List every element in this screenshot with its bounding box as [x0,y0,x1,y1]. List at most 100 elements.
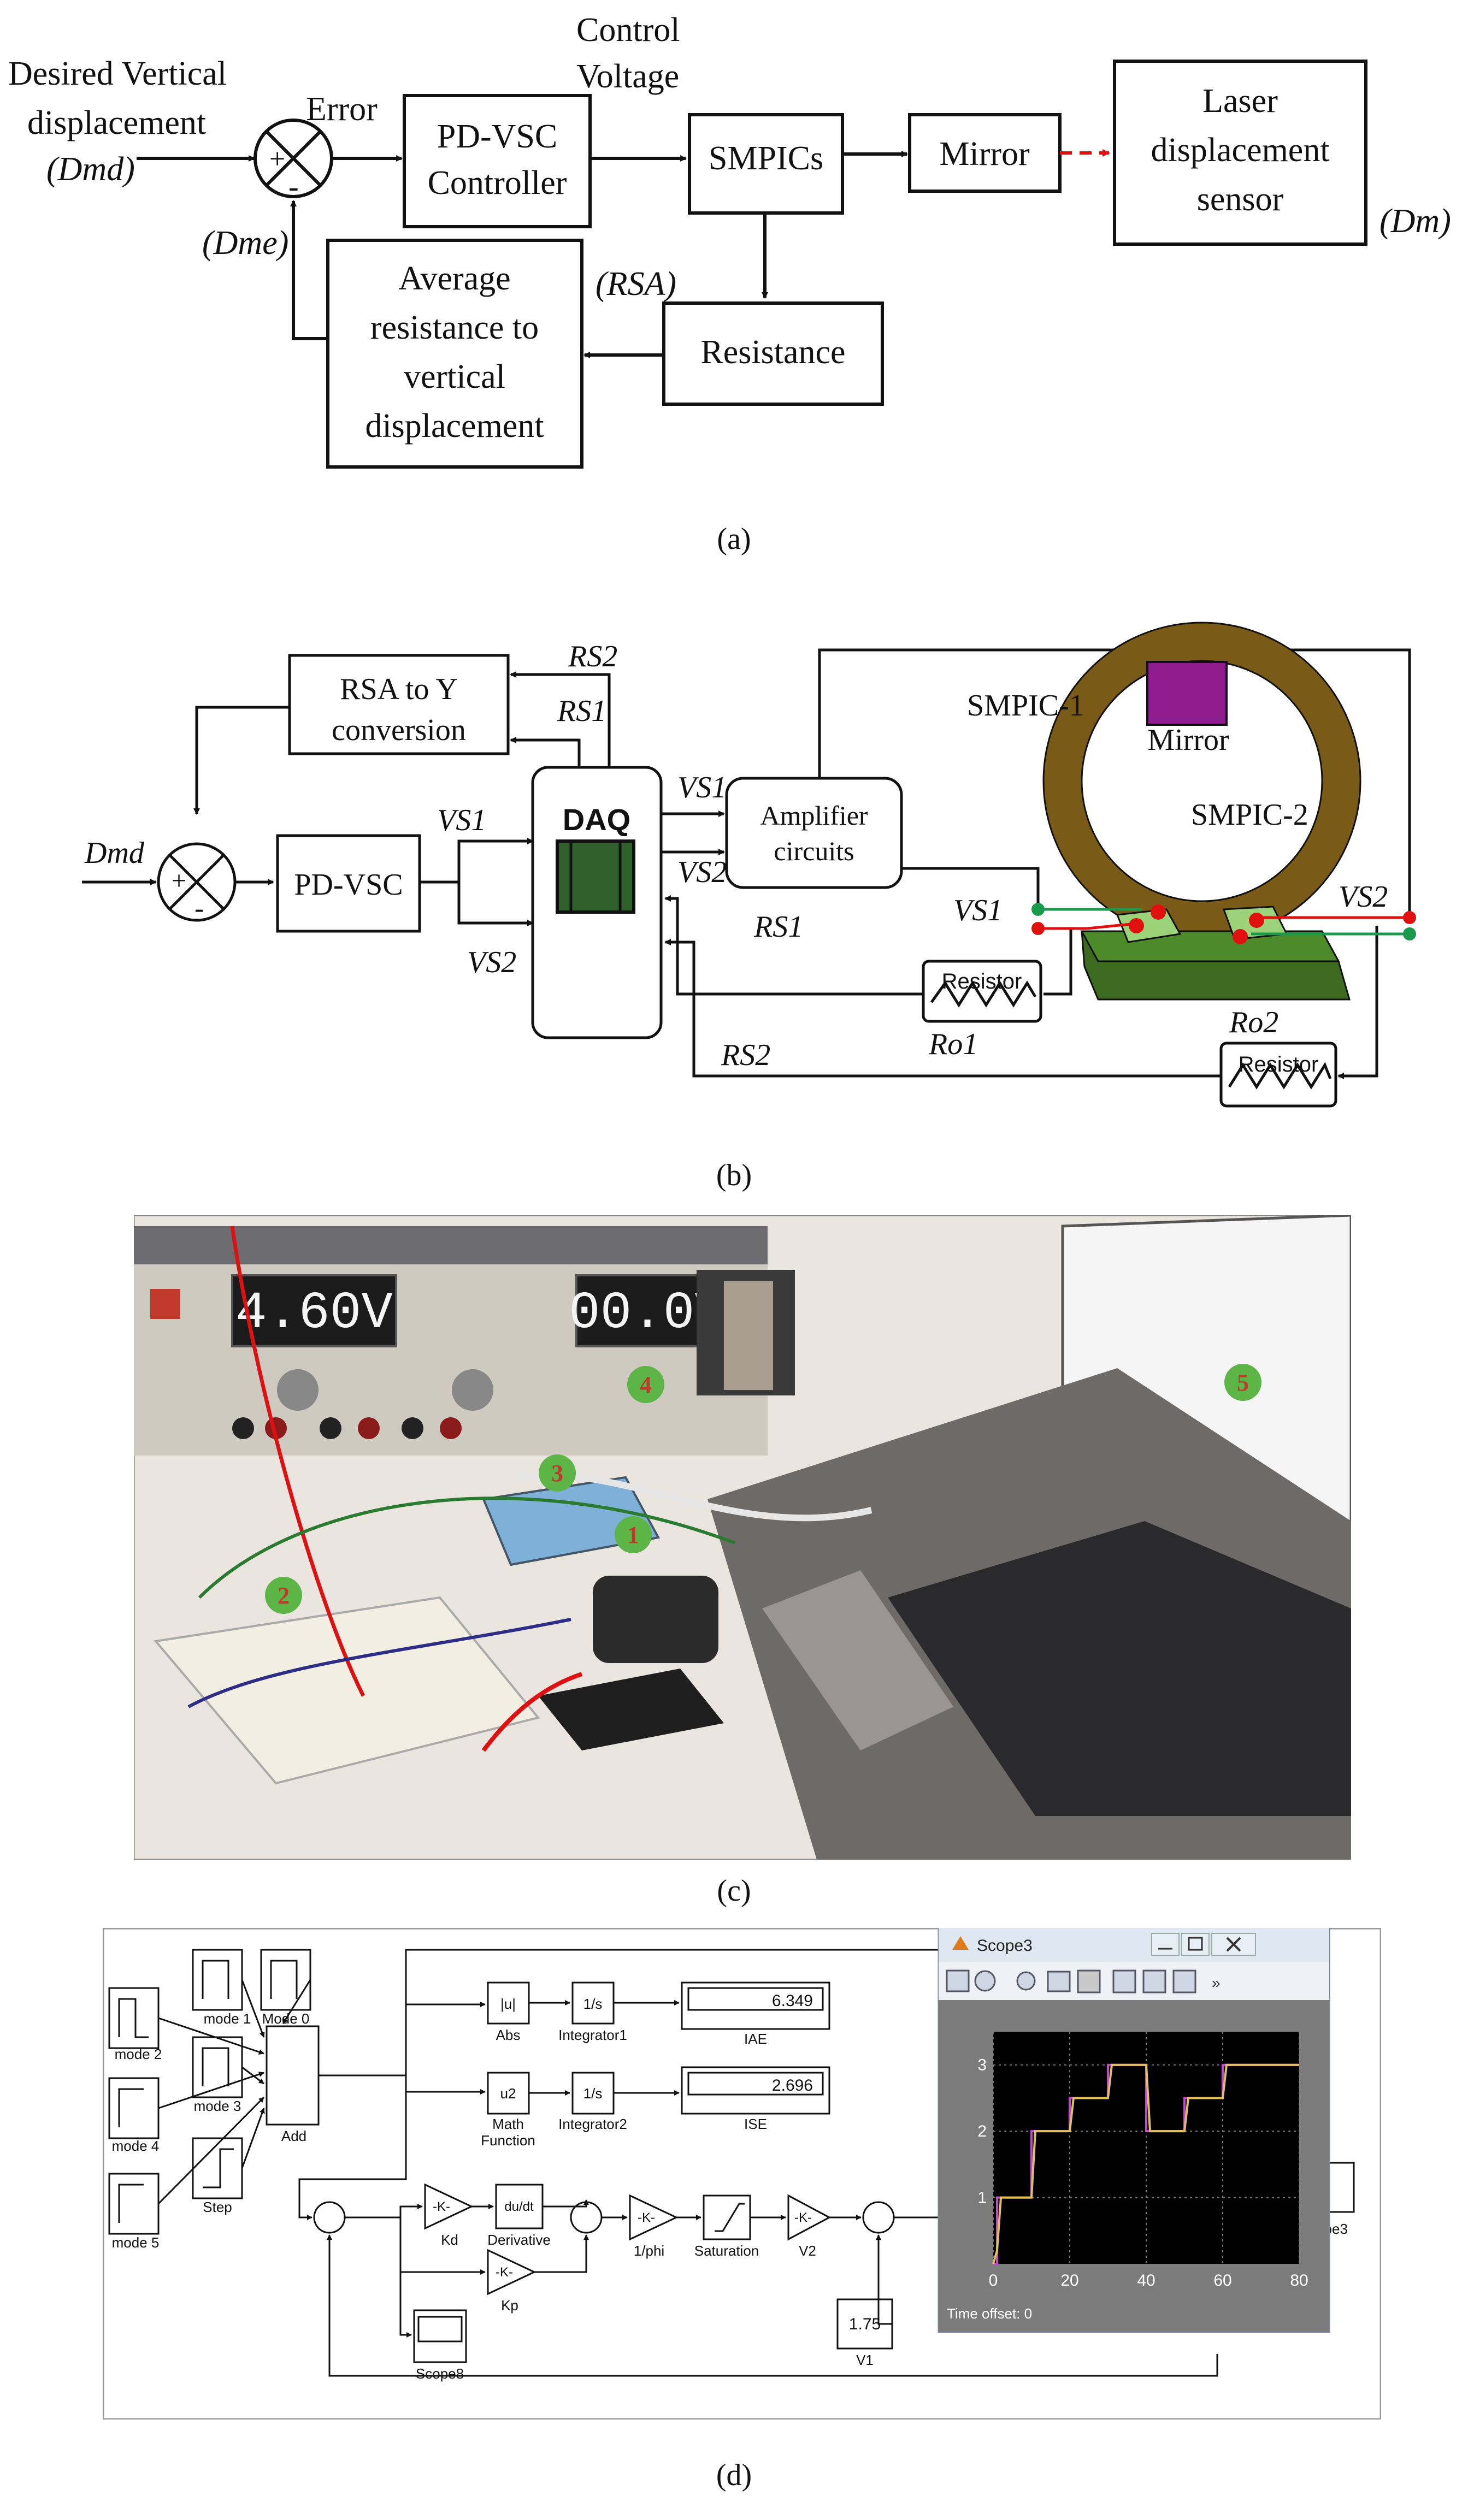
dme-label: (Dme) [202,224,288,262]
zoom-x-icon[interactable] [1047,1971,1071,1992]
step-label: Step [203,2199,232,2215]
laser-label-2: displacement [1151,132,1329,169]
block-diagram-a: Desired Vertical displacement (Dmd) Erro… [8,11,1451,469]
mode1-label: mode 1 [204,2010,251,2027]
marker-1: 1 [615,1516,652,1553]
dm-label: (Dm) [1379,203,1451,240]
autoscale-icon[interactable] [1112,1969,1136,1993]
avg-label-4: displacement [365,407,544,445]
x-tick-label: 40 [1137,2271,1155,2290]
print-icon[interactable] [946,1969,970,1992]
minimize-button[interactable] [1151,1933,1180,1956]
y-tick-label: 1 [977,2189,987,2207]
math-function-block[interactable] [487,2072,530,2115]
amplifier-label-1: Amplifier [760,800,868,831]
sum-block-1[interactable] [313,2201,346,2234]
kd-label: Kd [441,2232,458,2248]
pd-vsc-label: PD-VSC [294,868,403,902]
integrator2-label: Integrator2 [558,2116,627,2132]
v2-gain[interactable] [787,2194,832,2241]
x-tick-label: 80 [1290,2271,1308,2290]
desired-label: Desired Vertical [8,55,227,92]
resistance-label: Resistance [700,334,845,371]
step-block[interactable] [192,2137,243,2199]
mode0-block[interactable] [260,1949,311,2011]
kd-gain[interactable] [424,2183,474,2230]
marker-2: 2 [265,1577,302,1614]
gear-icon[interactable] [974,1970,996,1992]
vs2-right-label: VS2 [1339,880,1388,914]
caption-c: (c) [717,1874,751,1908]
math-label-1: Math [492,2116,524,2132]
smpic2-label: SMPIC-2 [1191,798,1308,832]
derivative-label: Derivative [487,2232,551,2248]
mirror-label: Mirror [939,135,1030,173]
integrator1-block[interactable] [571,1981,615,2025]
rsa-conv-label-1: RSA to Y [340,672,458,706]
resistor-zigzag-2 [1228,1062,1332,1090]
more-icon[interactable]: » [1212,1974,1221,1991]
plus-sign: + [269,144,285,175]
y-tick-label: 3 [977,2056,987,2074]
integrator1-symbol: 1/s [583,1996,603,2012]
restore-axes-icon[interactable] [1172,1969,1196,1993]
zoom-in-icon[interactable] [1016,1971,1036,1991]
controller-label-2: Controller [428,164,567,202]
svg-text:2: 2 [278,1582,290,1609]
abs-block[interactable] [487,1981,530,2025]
save-axes-icon[interactable] [1142,1969,1166,1993]
kp-symbol: -K- [496,2265,513,2280]
mode1-block[interactable] [192,1949,243,2011]
resistor-zigzag-1 [930,980,1037,1008]
daq-box [531,766,663,1039]
avg-label-3: vertical [404,358,505,395]
v2-symbol: -K- [794,2210,812,2225]
resistor-1 [922,960,1042,1023]
sum-block-3[interactable] [862,2201,895,2234]
mode2-label: mode 2 [115,2046,162,2062]
rs2-top-label: RS2 [568,640,617,673]
svg-text:4: 4 [640,1371,652,1398]
vs1-mid-label: VS1 [677,771,727,804]
experimental-setup-photo: 4.60V 00.0V 1 2 3 4 5 [134,1215,1351,1860]
math-label-2: Function [481,2132,535,2149]
kp-gain[interactable] [487,2249,537,2296]
mode5-label: mode 5 [112,2234,160,2251]
maximize-button[interactable] [1181,1933,1210,1956]
smpics-label: SMPICs [709,140,823,177]
rs1-top-label: RS1 [557,694,606,728]
mode3-block[interactable] [192,2036,243,2098]
mode4-block[interactable] [108,2077,160,2139]
ro1-label: Ro1 [928,1027,978,1061]
schematic-b: RSA to Y conversion RS2 RS1 Dmd PD-VSC V… [82,622,1416,1108]
v1-value: 1.75 [849,2315,881,2333]
add-block[interactable] [266,2025,320,2126]
zoom-y-icon[interactable] [1077,1969,1101,1993]
y-tick-label: 2 [977,2122,987,2140]
daq-chip-icon [556,839,635,914]
iae-value: 6.349 [772,1992,813,2010]
saturation-block[interactable] [703,2194,751,2240]
controller-label-1: PD-VSC [437,118,558,155]
smpic-ring [1043,623,1360,939]
math-symbol: u2 [500,2085,516,2102]
amplifier-box [725,777,903,889]
controller-box [403,94,592,228]
abs-label: Abs [496,2027,521,2043]
derivative-symbol: du/dt [504,2199,534,2214]
integrator2-block[interactable] [571,2072,615,2115]
smpic-rig [593,1576,718,1663]
phi-gain[interactable] [629,2194,679,2241]
control-label: Control [576,11,680,49]
ro2-label: Ro2 [1229,1005,1278,1039]
dmd-label: (Dmd) [46,151,135,188]
mode2-block[interactable] [108,1987,160,2049]
displacement-label: displacement [27,104,206,141]
mode5-block[interactable] [108,2173,160,2235]
marker-5: 5 [1224,1364,1261,1401]
vs1-left-label: VS1 [437,803,486,837]
panel-a: Desired Vertical displacement (Dmd) Erro… [0,0,1468,579]
phi-label: 1/phi [634,2243,664,2259]
marker-3: 3 [539,1454,576,1492]
